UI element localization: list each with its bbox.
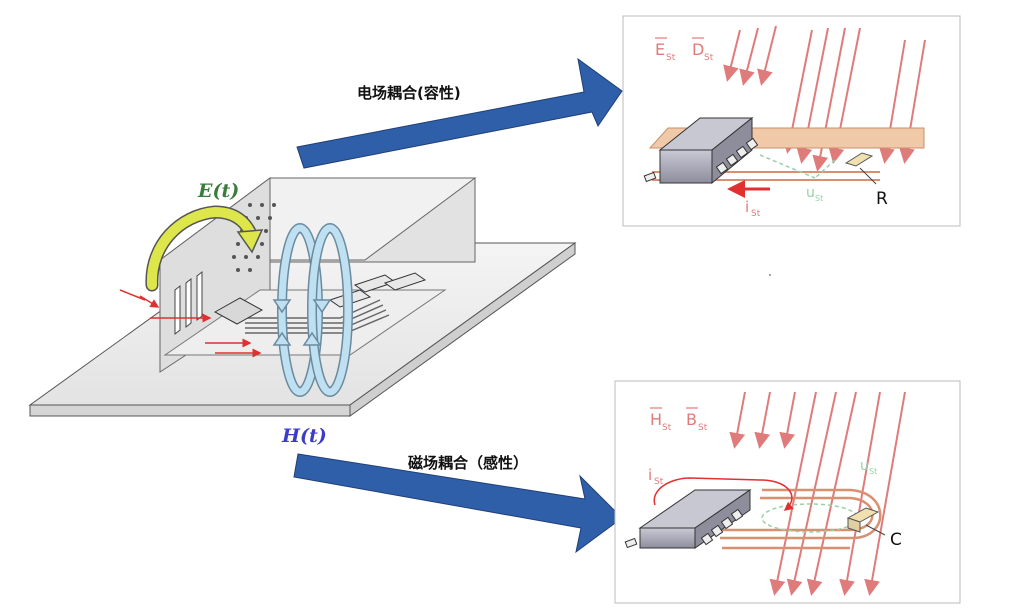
capacitive-coupling-panel: E St D St i St u St R xyxy=(622,15,961,227)
field-e-label: E xyxy=(655,40,665,59)
resistor-component xyxy=(844,152,874,167)
capacitor-label: C xyxy=(890,530,902,550)
magnetic-field-label: H(t) xyxy=(281,425,327,447)
top-field-labels: E St D St xyxy=(655,37,714,63)
magnetic-loop-arrowheads xyxy=(272,299,332,346)
field-e-sub: St xyxy=(666,53,676,63)
top-chip-pins xyxy=(643,137,759,183)
capacitive-coupling-label: 电场耦合(容性) xyxy=(357,84,461,102)
field-b-sub: St xyxy=(698,423,708,433)
base-plate-side xyxy=(349,242,576,417)
interference-arrows xyxy=(119,289,262,358)
bottom-field-labels: H St B St xyxy=(650,407,708,433)
inductive-coupling-arrow xyxy=(293,453,623,554)
bottom-chip-pins xyxy=(624,508,744,549)
current-i-sub: St xyxy=(751,209,761,219)
capacitive-coupling-arrow xyxy=(296,57,623,169)
current-i-label-bottom: i xyxy=(648,466,652,484)
inductive-coupling-panel: H St B St i St u St C xyxy=(614,380,961,604)
wall-slots xyxy=(174,270,203,336)
field-d-sub: St xyxy=(704,53,714,63)
stray-dot xyxy=(769,274,771,276)
base-plate-edge xyxy=(29,404,351,417)
field-h-label: H xyxy=(650,410,662,429)
field-h-sub: St xyxy=(662,423,672,433)
field-b-label: B xyxy=(686,410,697,429)
electric-field-curve-head xyxy=(236,229,264,254)
voltage-u-sub-bottom: St xyxy=(869,467,877,476)
current-i-label: i xyxy=(745,198,749,216)
induced-voltage-lines xyxy=(759,154,836,179)
induced-current-path xyxy=(653,477,794,511)
voltage-u-sub: St xyxy=(815,194,823,203)
inductive-coupling-label: 磁场耦合（感性） xyxy=(408,454,528,472)
inner-chip-2 xyxy=(383,272,427,291)
voltage-u-label-bottom: u xyxy=(860,458,869,474)
resistor-label: R xyxy=(876,189,888,209)
field-d-label: D xyxy=(692,40,704,59)
voltage-u-label: u xyxy=(806,185,815,201)
inner-chip-main xyxy=(213,297,264,325)
current-i-sub-bottom: St xyxy=(654,477,664,487)
electric-field-label: E(t) xyxy=(197,180,239,202)
shielded-enclosure-illustration: E(t) H(t) xyxy=(28,177,577,447)
